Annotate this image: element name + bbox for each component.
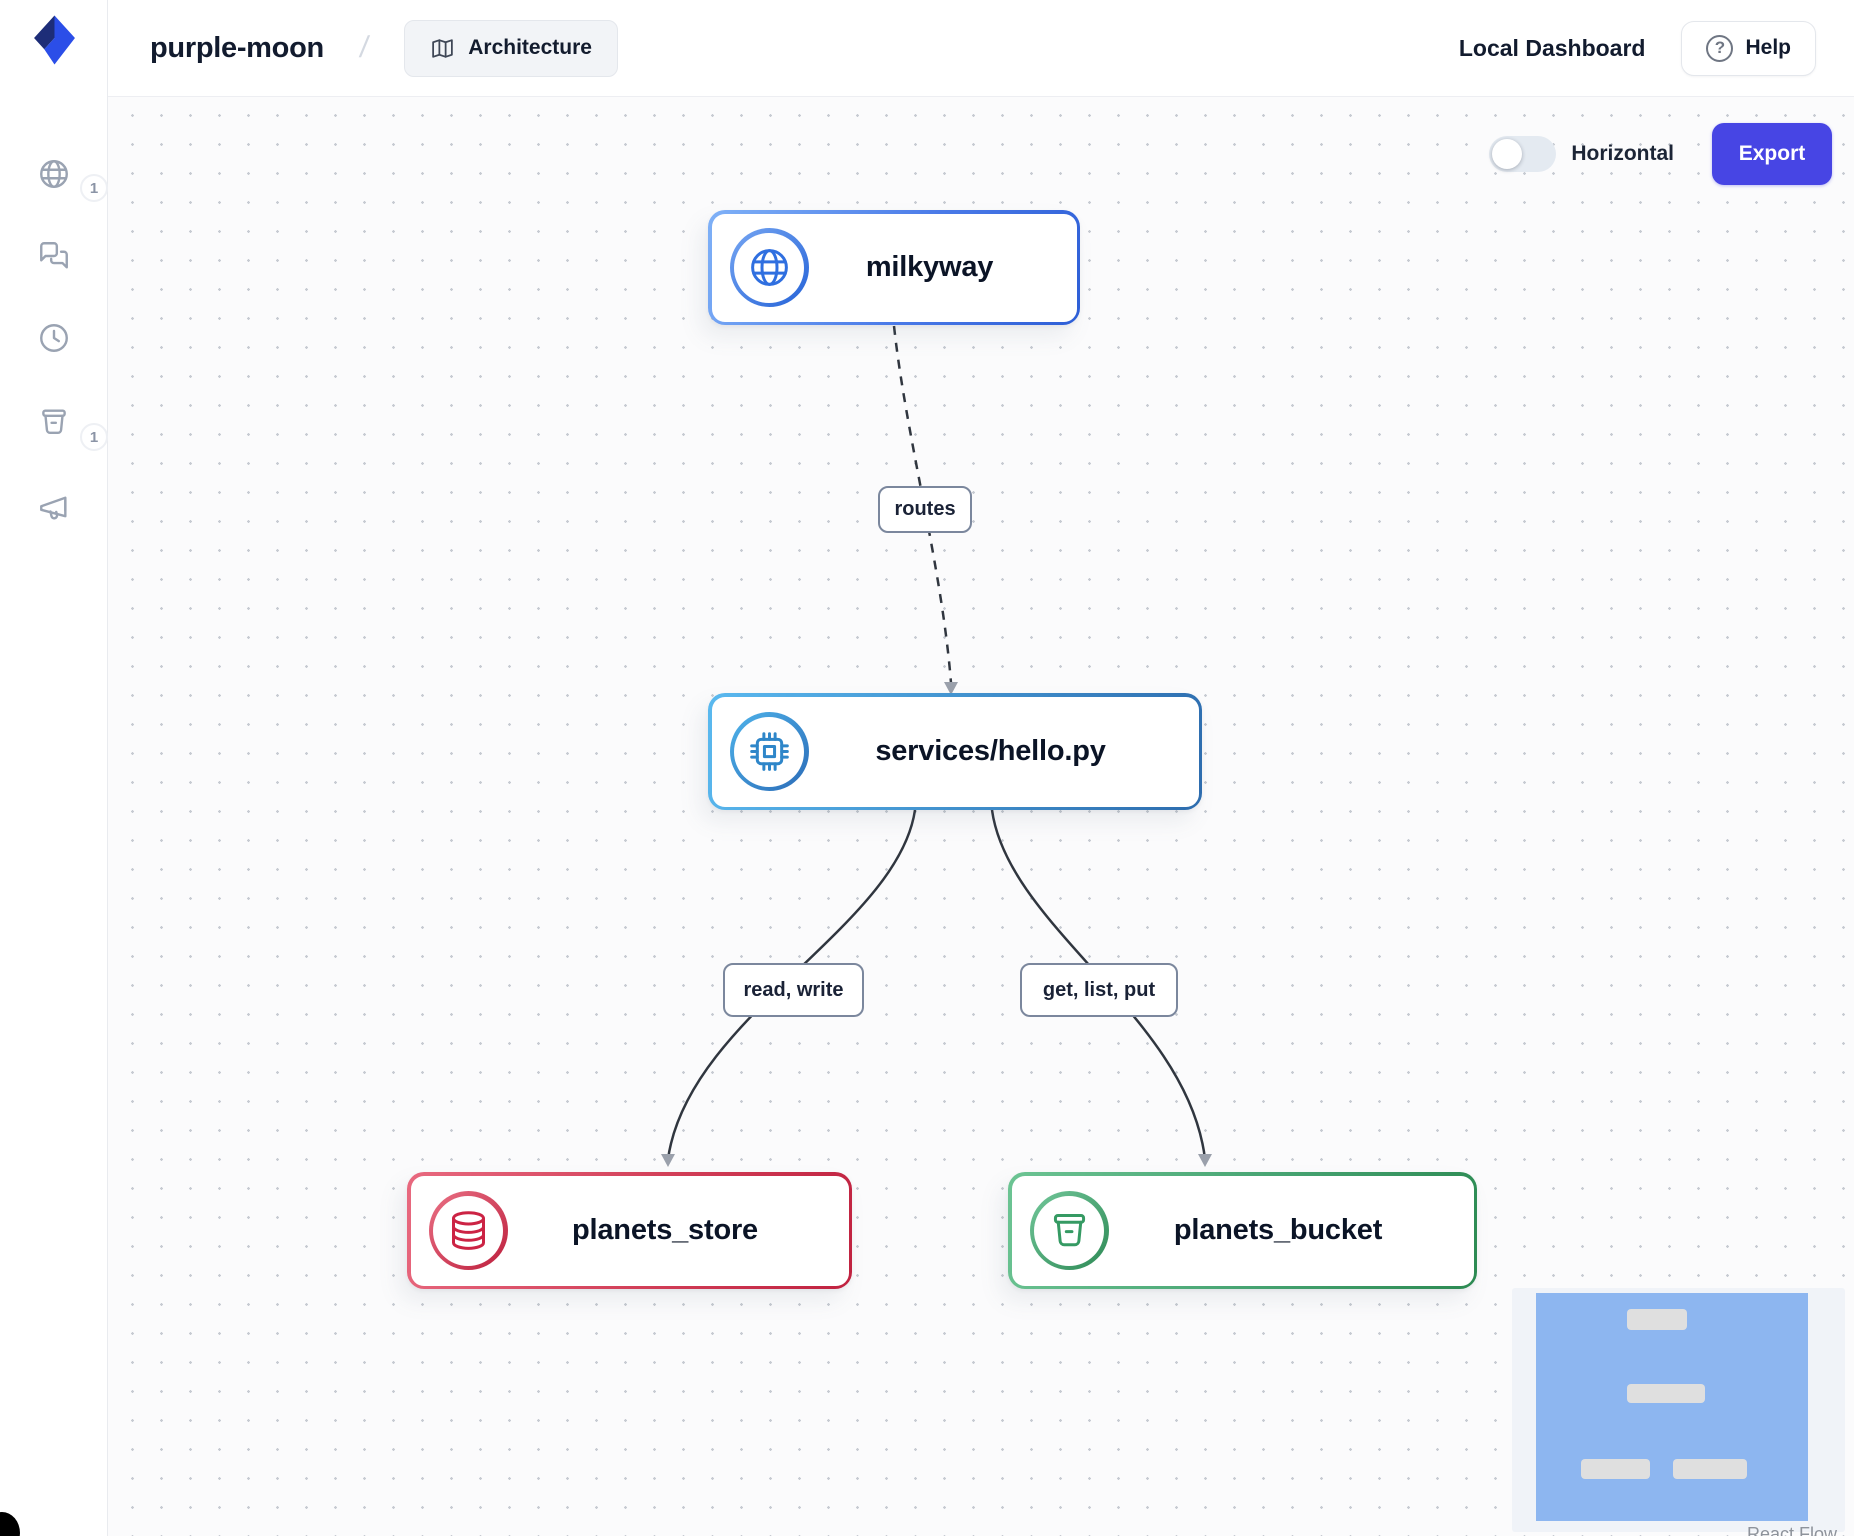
node-milkyway-body: milkyway [711, 213, 1077, 322]
node-planets-store-body: planets_store [410, 1175, 849, 1286]
edge-label-get-list-put[interactable]: get, list, put [1020, 963, 1178, 1017]
canvas-controls: Horizontal Export [1489, 123, 1832, 185]
architecture-label: Architecture [468, 36, 592, 59]
globe-icon [750, 249, 788, 286]
node-services-hello-label: services/hello.py [875, 735, 1106, 767]
edge-read-write-arrowhead [661, 1154, 675, 1167]
minimap-node-store [1581, 1459, 1650, 1479]
breadcrumb-project: purple-moon [150, 31, 324, 64]
apis-count-badge: 1 [80, 174, 108, 202]
node-milkyway[interactable]: milkyway [708, 210, 1080, 325]
map-icon [432, 38, 454, 58]
flow-canvas[interactable]: Horizontal Export milkyway [108, 97, 1854, 1536]
sidebar-item-apis[interactable] [37, 157, 71, 191]
app-logo[interactable] [32, 12, 77, 68]
local-dashboard-title: Local Dashboard [1458, 34, 1646, 61]
megaphone-icon [40, 496, 67, 520]
edge-get-list-put-arrowhead [1198, 1154, 1212, 1167]
edge-label-read-write[interactable]: read, write [723, 963, 864, 1017]
sidebar: 1 1 [0, 0, 108, 1536]
horizontal-toggle-label: Horizontal [1571, 142, 1674, 165]
minimap-node-bucket [1673, 1459, 1747, 1479]
toggle-knob [1492, 139, 1523, 169]
react-flow-attribution: React Flow [1747, 1524, 1838, 1536]
minimap-node-milkyway [1627, 1309, 1687, 1330]
node-planets-store-label: planets_store [572, 1214, 758, 1246]
minimap-viewport[interactable] [1536, 1293, 1808, 1521]
node-services-hello-icon-ring [729, 712, 809, 791]
chat-bubbles-icon [40, 242, 68, 269]
minimap-node-services [1627, 1384, 1705, 1403]
bucket-icon [42, 409, 66, 434]
edge-routes[interactable] [892, 325, 953, 684]
globe-icon [40, 160, 68, 188]
sidebar-item-schedules[interactable] [37, 321, 71, 355]
help-label: Help [1745, 36, 1791, 59]
database-icon [451, 1211, 485, 1250]
edge-label-routes[interactable]: routes [878, 486, 972, 533]
node-milkyway-label: milkyway [865, 251, 994, 283]
architecture-button[interactable]: Architecture [404, 19, 618, 77]
screen-corner-artifact [0, 1512, 20, 1536]
cpu-chip-icon [749, 732, 789, 771]
edge-routes-arrowhead [944, 682, 958, 695]
horizontal-toggle[interactable] [1489, 136, 1557, 172]
clock-icon [40, 324, 68, 352]
node-milkyway-icon-ring [729, 228, 809, 307]
sidebar-item-topics[interactable] [37, 490, 71, 524]
question-mark-icon: ? [1706, 34, 1734, 62]
node-planets-bucket-body: planets_bucket [1011, 1175, 1474, 1286]
sidebar-item-storage[interactable] [37, 405, 71, 439]
node-planets-bucket-label: planets_bucket [1173, 1214, 1383, 1246]
export-button[interactable]: Export [1712, 123, 1832, 185]
bucket-icon [1053, 1214, 1085, 1247]
node-planets-bucket-icon-ring [1029, 1191, 1109, 1270]
top-bar: purple-moon / Architecture Local Dashboa… [108, 0, 1854, 97]
node-planets-store-icon-ring [428, 1191, 508, 1270]
storage-count-badge: 1 [80, 423, 108, 451]
node-planets-bucket[interactable]: planets_bucket [1008, 1172, 1477, 1289]
breadcrumb-separator: / [357, 31, 371, 64]
help-button[interactable]: ? Help [1681, 20, 1816, 76]
header-right-group: Local Dashboard ? Help [1458, 20, 1816, 76]
minimap[interactable] [1512, 1288, 1845, 1532]
sidebar-item-websockets[interactable] [37, 239, 71, 273]
node-services-hello-body: services/hello.py [711, 696, 1199, 807]
node-planets-store[interactable]: planets_store [407, 1172, 852, 1289]
node-services-hello[interactable]: services/hello.py [708, 693, 1202, 810]
